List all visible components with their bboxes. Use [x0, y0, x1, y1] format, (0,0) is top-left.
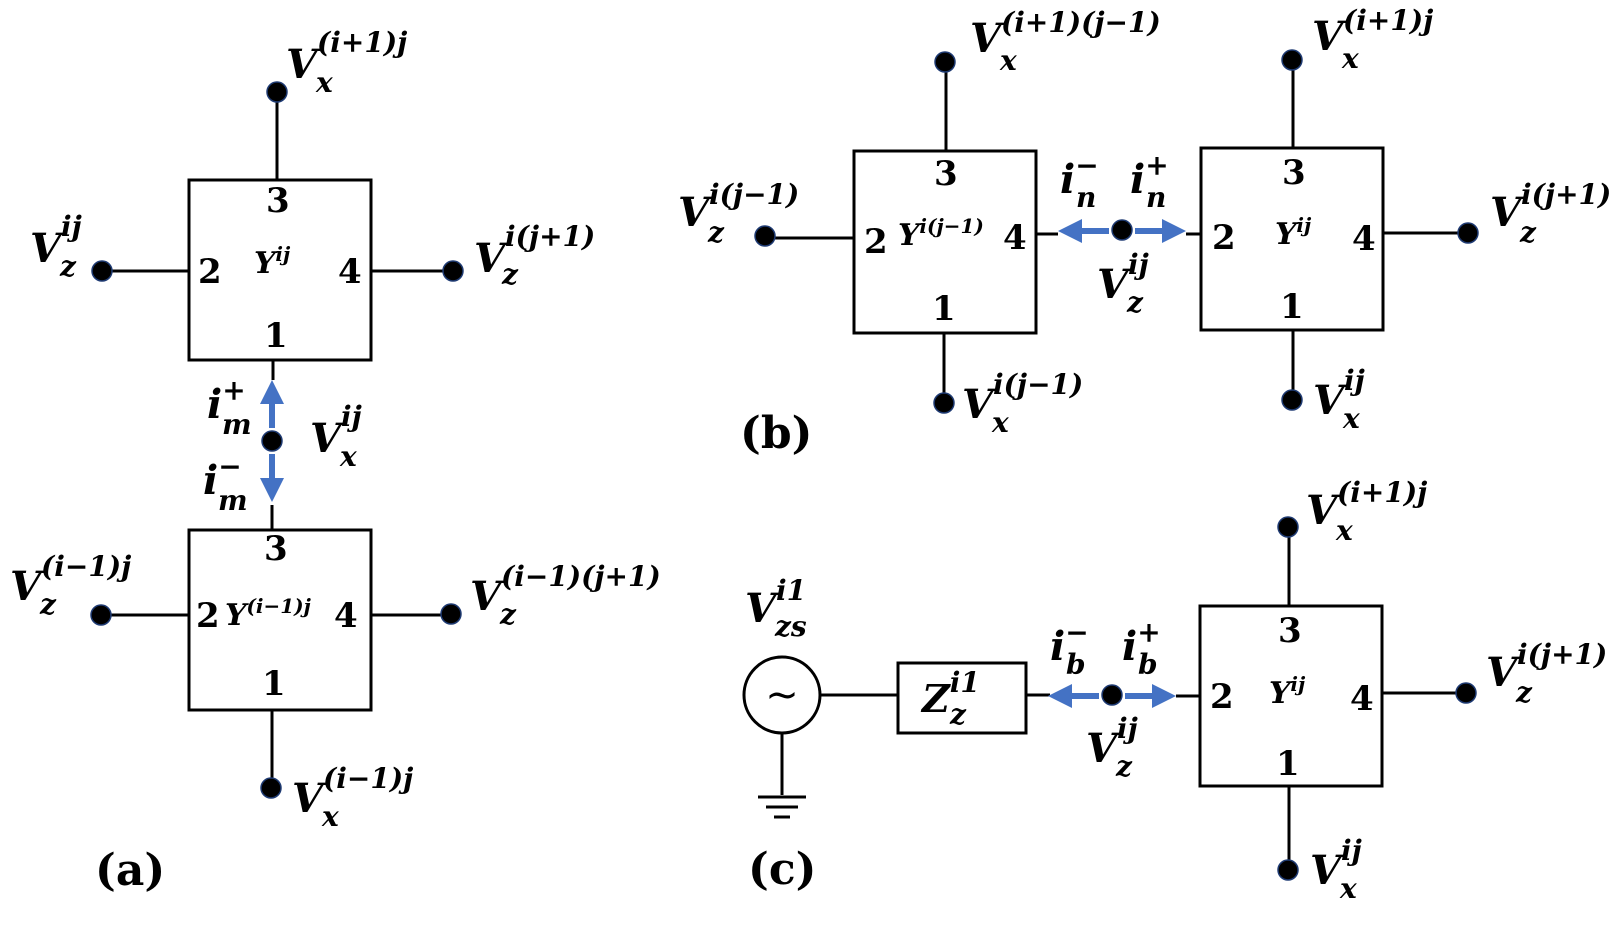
port-4: 4	[334, 596, 358, 636]
node-c-zr	[1455, 682, 1477, 704]
port-2: 2	[196, 596, 220, 636]
port-4: 4	[1003, 218, 1027, 258]
node-a-bot-x	[260, 777, 282, 799]
label-a-bot-zr: V(i−1)(j+1)z	[470, 560, 661, 631]
node-a-top-zl	[91, 260, 113, 282]
label-ib-plus: i+b	[1122, 616, 1161, 681]
node-a-bot-zr	[440, 603, 462, 625]
label-b-right-z: Vi(j+1)z	[1490, 178, 1611, 249]
label-b-left-xb: Vi(j−1)x	[962, 368, 1083, 439]
port-2: 2	[864, 222, 888, 262]
impedance-block	[896, 661, 1028, 735]
port-1: 1	[1276, 744, 1300, 784]
node-a-top-zr	[442, 260, 464, 282]
block-b-right-label: Yij	[1275, 213, 1312, 252]
label-c-zr: Vi(j+1)z	[1486, 638, 1607, 709]
label-im-plus: i+m	[207, 374, 252, 441]
node-b-right-z	[1457, 222, 1479, 244]
panel-label-c: (c)	[748, 844, 816, 895]
panel-label-b: (b)	[740, 408, 812, 459]
ac-source-glyph: ~	[765, 672, 799, 718]
block-c-right-label: Yij	[1269, 672, 1306, 711]
node-b-left-xb	[933, 392, 955, 414]
port-2: 2	[1212, 218, 1236, 258]
node-b-right-xt	[1281, 49, 1303, 71]
node-c-xb	[1277, 859, 1299, 881]
port-4: 4	[1350, 679, 1374, 719]
port-3: 3	[264, 529, 288, 569]
node-b-mid-z	[1111, 219, 1133, 241]
port-1: 1	[264, 316, 288, 356]
port-3: 3	[266, 181, 290, 221]
label-b-left-z: Vi(j−1)z	[678, 178, 799, 249]
node-a-bot-zl	[90, 604, 112, 626]
port-4: 4	[1352, 219, 1376, 259]
block-b-left-label: Yi(j−1)	[898, 214, 984, 253]
port-1: 1	[262, 664, 286, 704]
node-b-left-xt	[934, 51, 956, 73]
block-a-bottom	[187, 528, 373, 712]
label-in-plus: i+n	[1130, 149, 1169, 214]
node-a-mid-x	[261, 430, 283, 452]
panel-label-a: (a)	[95, 845, 165, 896]
label-ib-minus: i−b	[1050, 616, 1089, 681]
port-3: 3	[934, 154, 958, 194]
node-b-right-xb	[1281, 389, 1303, 411]
port-2: 2	[198, 252, 222, 292]
node-c-xt	[1277, 516, 1299, 538]
port-2: 2	[1210, 677, 1234, 717]
node-a-top-x	[266, 81, 288, 103]
port-4: 4	[338, 252, 362, 292]
port-3: 3	[1282, 153, 1306, 193]
port-1: 1	[932, 289, 956, 329]
panel-b: 3 2 4 1 Yi(j−1) 3 2 4 1 Yij V(i+1)(j−1)x…	[678, 4, 1611, 459]
label-in-minus: i−n	[1060, 149, 1099, 214]
node-c-mid-z	[1101, 684, 1123, 706]
label-b-left-xt: V(i+1)(j−1)x	[970, 6, 1161, 77]
label-a-top-zr: Vi(j+1)z	[474, 220, 595, 291]
block-a-top-label: Yij	[254, 242, 291, 281]
port-1: 1	[1280, 287, 1304, 327]
port-3: 3	[1278, 611, 1302, 651]
block-a-bottom-label: Y(i−1)j	[225, 594, 312, 633]
label-im-minus: i−m	[203, 450, 248, 517]
node-b-left-z	[754, 225, 776, 247]
